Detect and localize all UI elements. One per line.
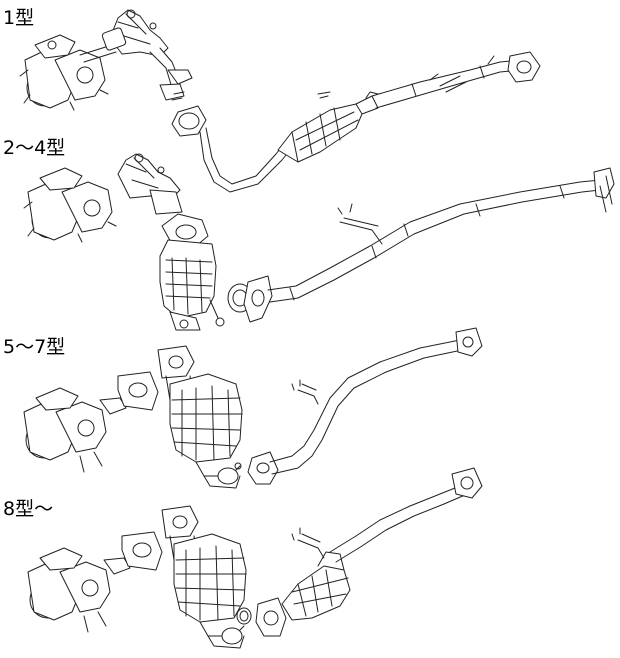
- turbo-assembly-4: [27, 547, 131, 633]
- variant-label-2: 2〜4型: [3, 137, 66, 159]
- front-pipe-1: [199, 127, 291, 193]
- variant-label-1: 1型: [3, 7, 35, 29]
- turbo-assembly-3: [23, 387, 127, 473]
- manifold-2: [117, 153, 183, 215]
- variant-label-3: 5〜7型: [3, 336, 66, 358]
- turbo-assembly-1: [19, 34, 117, 111]
- catalyst-3: [169, 373, 243, 489]
- flange-4: [255, 597, 287, 637]
- turbo-assembly-2: [23, 167, 117, 243]
- manifold-4: [161, 505, 199, 561]
- front-pipe-2: [267, 167, 615, 303]
- gasket-ring-4: [236, 607, 252, 625]
- flange-3: [247, 451, 279, 485]
- variant-2-assembly: [23, 153, 615, 331]
- flange-gasket-1: [171, 105, 207, 137]
- catalyst-2: [159, 213, 225, 331]
- downpipe-1: [149, 47, 193, 101]
- variant-1-assembly: [19, 9, 541, 193]
- variant-label-4: 8型〜: [3, 498, 54, 520]
- front-pipe-4: [291, 467, 483, 563]
- center-pipe-1: [317, 51, 541, 109]
- sub-catalyst-4: [281, 551, 351, 621]
- manifold-1: [101, 9, 169, 57]
- flange-gasket-2: [227, 275, 273, 323]
- catalyst-4: [173, 533, 247, 649]
- variant-3-assembly: [23, 327, 483, 489]
- gasket-3: [117, 371, 159, 411]
- front-pipe-3: [269, 327, 483, 475]
- variant-4-assembly: [27, 467, 483, 649]
- gasket-4: [121, 531, 163, 571]
- catalyst-1: [277, 95, 379, 163]
